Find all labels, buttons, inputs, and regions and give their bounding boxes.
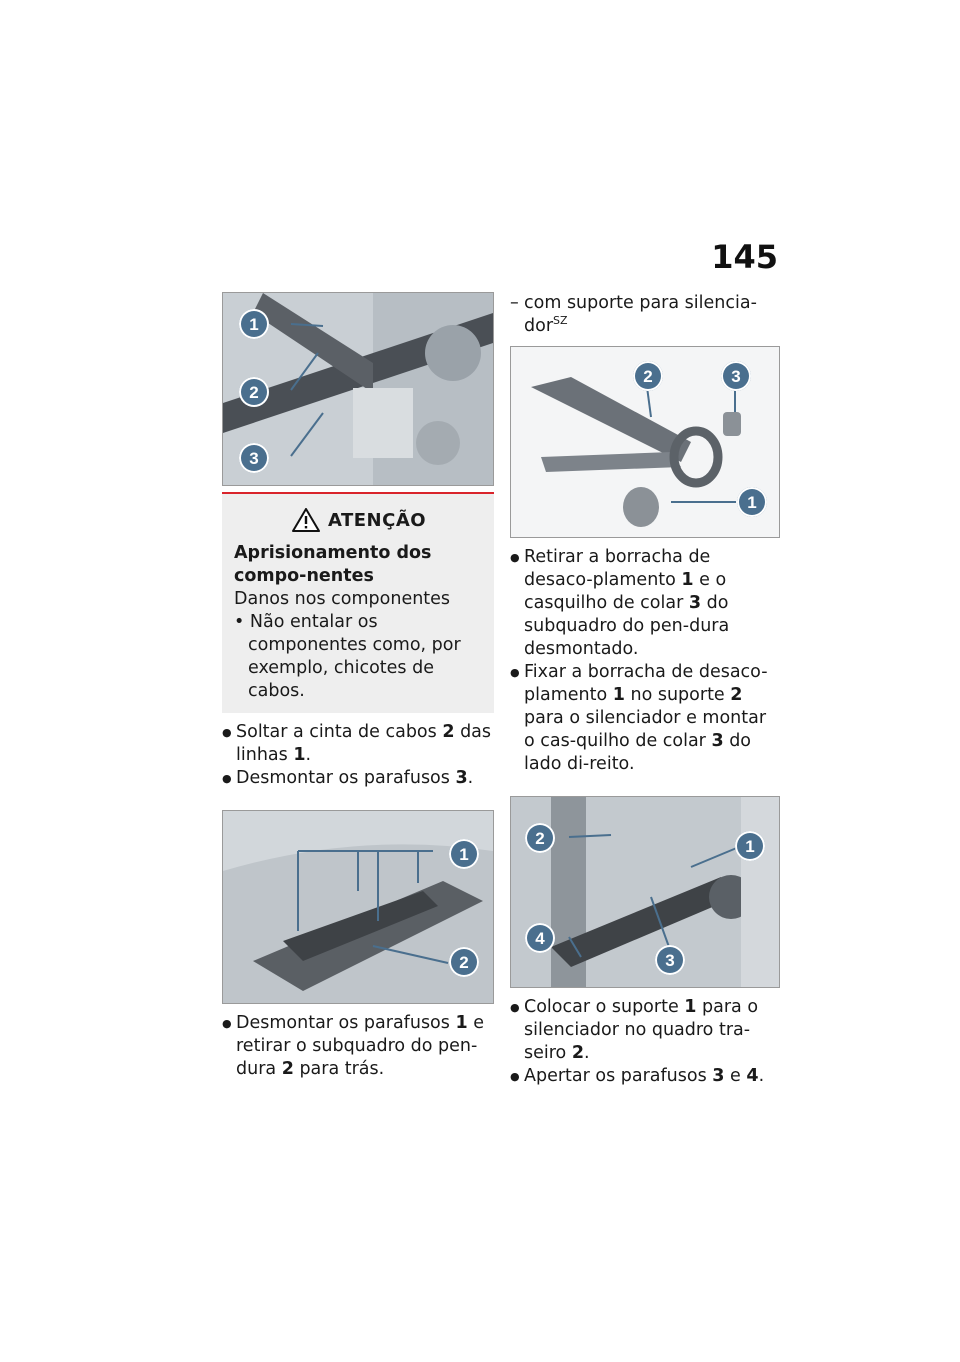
step-release-cable-tie: Soltar a cinta de cabos 2 das linhas 1. [222, 721, 494, 767]
callout-4: 4 [525, 923, 555, 953]
figure-cable-ties-drawing [223, 293, 493, 485]
step-place-bracket: Colocar o suporte 1 para o silenciador n… [510, 996, 782, 1065]
step-remove-rubber-bushing: Retirar a borracha de desaco-plamento 1 … [510, 546, 782, 661]
step-tighten-screws: Apertar os parafusos 3 e 4. [510, 1065, 782, 1088]
figure-bracket-installed: 2 1 4 3 [510, 796, 780, 988]
option-code: SZ [553, 314, 568, 328]
figure-subframe: 1 2 [222, 810, 494, 1004]
callout-2: 2 [525, 823, 555, 853]
callout-2: 2 [449, 947, 479, 977]
step-remove-screws-3: Desmontar os parafusos 3. [222, 767, 494, 790]
callout-3: 3 [655, 945, 685, 975]
condition-silencer-bracket: com suporte para silencia-dorSZ [510, 292, 782, 338]
warning-subtitle: Aprisionamento dos compo-nentes [234, 543, 432, 586]
callout-2: 2 [239, 377, 269, 407]
callout-1: 1 [449, 839, 479, 869]
page-number: 145 [711, 238, 778, 276]
callout-1: 1 [239, 309, 269, 339]
step-remove-subframe: Desmontar os parafusos 1 e retirar o sub… [222, 1012, 494, 1081]
figure-subframe-drawing [223, 811, 493, 1003]
warning-box: ATENÇÃO Aprisionamento dos compo-nentes … [222, 492, 494, 713]
callout-3: 3 [721, 361, 751, 391]
warning-text: Danos nos componentes [234, 589, 451, 609]
warning-bullet: • Não entalar os componentes como, por e… [234, 612, 461, 701]
right-column: com suporte para silencia-dorSZ 2 3 1 Re… [510, 292, 782, 1088]
callout-1: 1 [737, 487, 767, 517]
callout-1: 1 [735, 831, 765, 861]
figure-bracket-installed-drawing [511, 797, 779, 987]
figure-bracket-parts: 2 3 1 [510, 346, 780, 538]
figure-cable-ties: 1 2 3 [222, 292, 494, 486]
warning-header: ATENÇÃO [234, 508, 484, 532]
callout-2: 2 [633, 361, 663, 391]
step-fit-rubber-to-bracket: Fixar a borracha de desaco-plamento 1 no… [510, 661, 782, 776]
warning-triangle-icon [291, 508, 320, 532]
callout-3: 3 [239, 443, 269, 473]
warning-title: ATENÇÃO [327, 509, 427, 531]
left-column: 1 2 3 ATENÇÃO Aprisionamento dos compo-n… [222, 292, 494, 1081]
